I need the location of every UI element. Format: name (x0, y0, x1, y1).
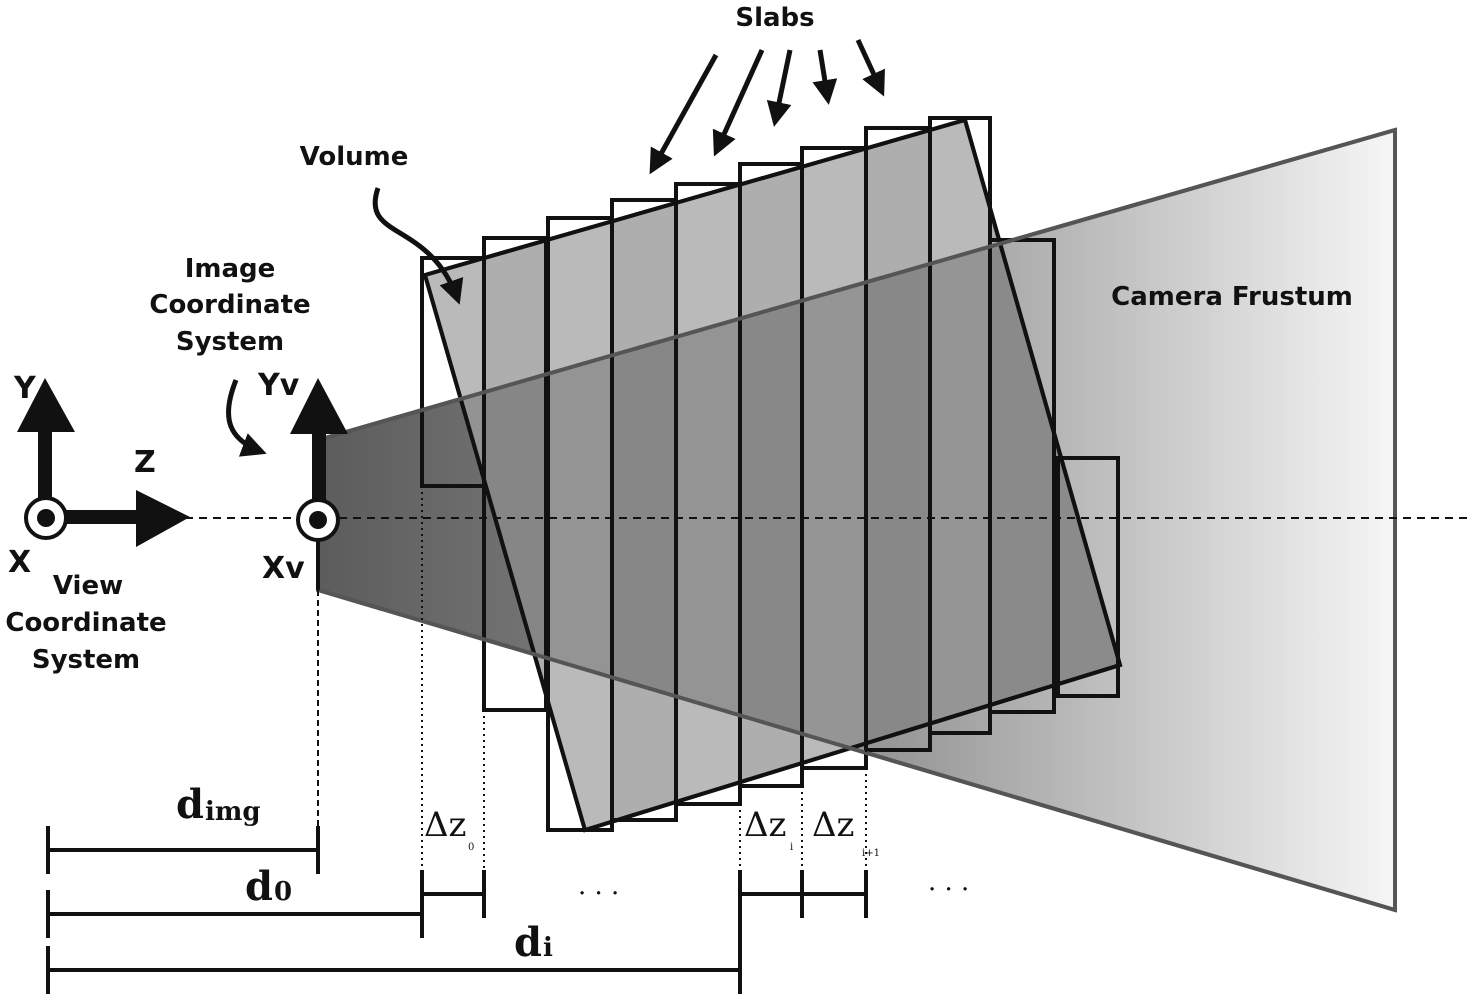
projection-lines (421, 486, 867, 870)
svg-text:d: d (245, 863, 273, 910)
slabs-arrow-3 (766, 49, 793, 127)
slabs-arrow-5 (855, 38, 885, 97)
dzi-label: Δz i (744, 805, 793, 853)
slabs-arrow-2 (712, 48, 765, 157)
axis-y-label: Y (13, 371, 37, 406)
frustum-volume-overlap (425, 130, 1120, 830)
yv-axis-arrow-icon (290, 378, 348, 434)
image-cs-pointer-arrow (226, 379, 267, 457)
axis-z-label: Z (134, 445, 156, 480)
slabs (420, 116, 1120, 832)
svg-text:d: d (176, 781, 204, 828)
svg-text:img: img (205, 797, 261, 827)
svg-text:Δz: Δz (812, 805, 854, 845)
svg-text:i: i (790, 842, 793, 853)
ellipsis-left: · · · (578, 879, 619, 909)
svg-text:i+1: i+1 (862, 848, 880, 859)
image-cs-label-line3: System (176, 327, 284, 357)
d-img-label: d img (176, 781, 261, 828)
svg-text:0: 0 (274, 877, 292, 907)
svg-text:Δz: Δz (424, 805, 466, 845)
pointer-arrows (226, 38, 885, 457)
image-cs-label-line2: Coordinate (149, 290, 310, 320)
volume-outline (422, 117, 1123, 833)
d0-label: d 0 (245, 863, 292, 910)
volume-pointer-arrow (372, 187, 464, 305)
camera-frustum-label: Camera Frustum (1111, 282, 1353, 312)
dz0-label: Δz 0 (424, 805, 474, 853)
ellipsis-right: · · · (928, 875, 969, 905)
view-coordinate-axes (17, 378, 190, 547)
frustum-edges (317, 128, 1397, 912)
volume-label: Volume (300, 142, 409, 172)
slabs-arrow-4 (812, 49, 838, 105)
svg-text:0: 0 (468, 842, 474, 853)
di-label: d i (514, 919, 553, 966)
slab-9 (988, 238, 1056, 714)
svg-text:d: d (514, 919, 542, 966)
slab-10 (1056, 456, 1120, 698)
distance-bars (46, 826, 868, 994)
axis-xv-label: Xv (262, 551, 305, 586)
view-cs-label-line1: View (53, 571, 123, 601)
svg-text:i: i (543, 933, 553, 963)
axis-x-label: X (8, 545, 31, 580)
image-coordinate-axes (290, 378, 348, 590)
image-cs-label-line1: Image (185, 254, 276, 284)
slabs-arrow-1 (649, 53, 719, 175)
dzi1-label: Δz i+1 (812, 805, 880, 859)
view-cs-label-line2: Coordinate (5, 608, 166, 638)
y-axis-arrow-icon (17, 378, 75, 432)
svg-text:Δz: Δz (744, 805, 786, 845)
axis-yv-label: Yv (257, 368, 300, 403)
z-axis-arrow-icon (136, 490, 190, 547)
view-cs-label-line3: System (32, 645, 140, 675)
slabs-label: Slabs (735, 3, 814, 33)
